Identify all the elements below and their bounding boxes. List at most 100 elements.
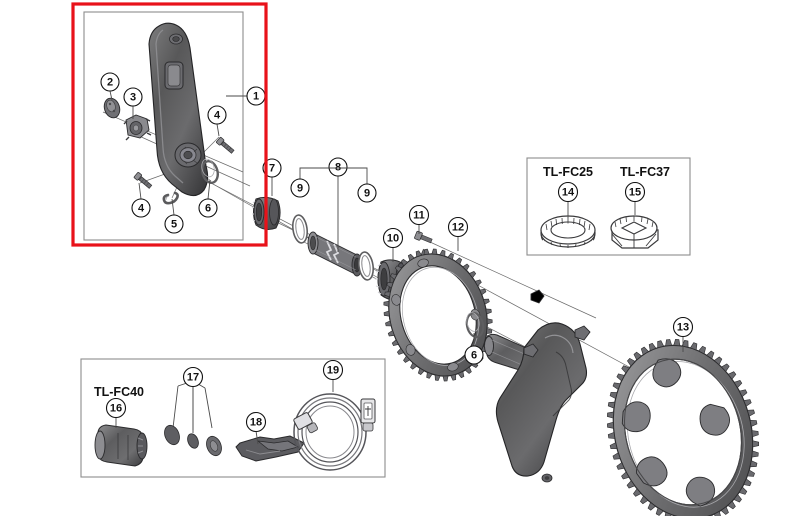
callout-8: 8 [328,157,348,177]
part-sensor-unit [123,114,152,141]
chainring-tooth [640,495,649,505]
chainring-tooth [689,342,698,351]
callout-leader-4 [138,182,142,200]
callout-10: 10 [382,227,404,249]
part-seal-ring-left [291,214,309,244]
callout-leader-9 [338,167,368,184]
chainring-tooth [664,511,672,516]
callout-1: 1 [246,86,266,106]
part-inner-chainring [383,248,493,382]
chainring-tooth [607,421,614,429]
chainring-tooth [423,248,430,255]
panel-borders [80,11,691,478]
chainring-tooth [383,300,390,307]
chainring-tooth [464,366,472,374]
callout-number: 11 [413,210,425,222]
chainring-tooth [474,279,482,287]
chainring-tooth [681,340,689,348]
panel-crank-assembly [83,11,244,241]
chainring-tooth [390,273,398,280]
chainring-tooth [733,379,743,389]
callout-number: 9 [364,188,370,200]
callout-13: 13 [672,316,694,338]
chainring-tooth [749,460,758,468]
chainring-tooth [400,258,409,267]
part-tl-fc40-tool [94,424,148,467]
chainring-tooth [621,471,630,480]
chainring-tooth [403,355,411,363]
chainring-tooth [442,375,449,382]
callout-17: 17 [182,366,204,388]
chainring-tooth [673,339,681,346]
callout-bubble [328,157,348,177]
chainring-tooth [394,265,403,273]
callout-bubble [105,397,127,419]
chainring-tooth [612,382,621,390]
callout-6: 6 [198,198,218,218]
tl-fc25-label: TL-FC25 [543,165,593,179]
part-usb-charging-cable [293,393,376,471]
callout-bubble [624,181,646,203]
chainring-tooth [434,374,441,381]
chainring-tooth [721,363,730,372]
chainring-tooth [647,502,656,511]
chainring-tooth [616,373,625,382]
part-spindle-axle [307,231,363,277]
callout-number: 1 [253,91,259,103]
chainring-tooth [739,389,748,398]
callout-bubble [557,181,579,203]
callout-number: 2 [107,77,113,89]
callout-number: 6 [471,350,477,362]
callout-number: 12 [452,222,464,234]
part-fixing-bolt-lower [133,172,153,189]
chainring-tooth [391,339,399,346]
chainring-tooth [698,345,706,355]
chainring-tooth [727,371,737,380]
chainring-tooth [462,263,470,271]
chainring-tooth [648,342,657,352]
chainring-tooth [713,511,722,516]
part-retaining-clip [162,191,179,205]
callout-number: 5 [171,219,177,231]
chainring-tooth [468,271,477,279]
chainring-tooth [706,350,715,360]
chainring-tooth [612,452,621,460]
chainring-tooth [396,347,405,355]
chainring-tooth [431,248,438,255]
part-left-crank-arm [148,22,209,197]
callout-number: 15 [629,187,641,199]
chainring-tooth [743,478,752,487]
callout-number: 18 [250,417,262,429]
chainring-tooth [483,298,490,305]
chainring-tooth [640,346,649,356]
callout-number: 4 [138,203,145,215]
callout-18: 18 [245,411,267,433]
callout-14: 14 [557,181,579,203]
chainring-tooth [455,257,463,265]
part-right-crank-arm [484,289,591,483]
chainring-tooth [627,358,636,367]
callout-leader-5 [171,198,175,216]
part-chainring-bolt [414,230,433,244]
callout-bubble [408,204,430,226]
tl-fc37-label: TL-FC37 [620,165,670,179]
chainring-tooth [386,282,394,289]
callout-bubble [464,345,484,365]
callout-bubble [672,316,694,338]
callout-number: 14 [562,187,575,199]
callout-number: 13 [677,322,689,334]
callout-16: 16 [105,397,127,419]
panel-tools-bottom [80,358,386,478]
chainring-tooth [621,365,630,374]
chainring-tooth [417,367,425,375]
callout-bubble [123,87,143,107]
chainring-tooth [383,310,390,317]
callout-number: 8 [335,162,341,174]
chainring-tooth [415,250,422,258]
usb-connector-a [360,398,376,432]
chainring-tooth [733,494,742,503]
chainring-tooth [439,249,446,257]
callout-bubble [100,72,120,92]
